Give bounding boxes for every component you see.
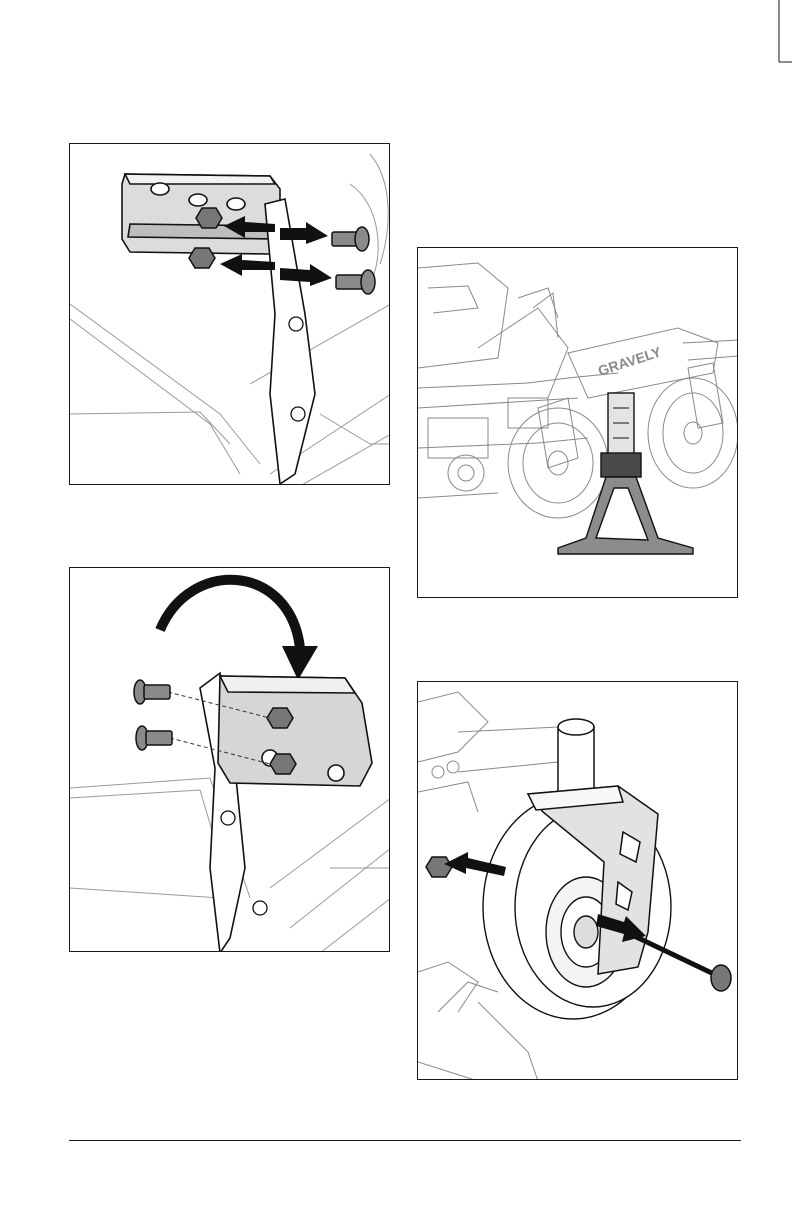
figure-bracket-flip-reinstall	[69, 567, 390, 952]
figure-bracket-bolts-removal	[69, 143, 390, 485]
crop-mark	[0, 0, 792, 70]
figure-mower-on-jack-stand: GRAVELY	[417, 247, 738, 598]
footer-rule	[69, 1140, 741, 1141]
brand-label: GRAVELY	[596, 343, 664, 379]
figure-caster-wheel-axle-bolt-removal	[417, 681, 738, 1080]
